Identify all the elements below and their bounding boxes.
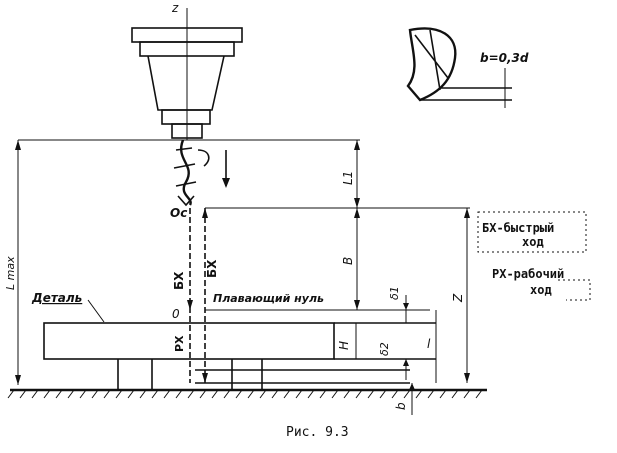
legend-rapid-line2: ход — [522, 235, 544, 249]
workpiece — [43, 322, 436, 360]
dim-delta1: δ1 — [388, 286, 409, 323]
rapid-label-right: БХ — [205, 259, 219, 278]
dim-b-lower-label: b — [394, 402, 408, 410]
fixture-supports — [117, 359, 410, 390]
tool-point-label: Oc — [170, 206, 187, 220]
dim-b-lower: b — [394, 383, 415, 415]
dim-h-label: H — [337, 341, 351, 350]
rapid-label-left: БХ — [172, 271, 186, 290]
dim-lmax: L max — [4, 140, 21, 385]
dim-delta2: δ2 — [378, 342, 409, 380]
legend-rapid-line1: БХ-быстрый — [482, 221, 554, 235]
motion-path — [187, 208, 208, 383]
feed-arrow — [222, 150, 230, 188]
dim-delta1-label: δ1 — [388, 286, 401, 300]
dim-l1-label: L1 — [341, 171, 355, 185]
legend: БХ-быстрый ход РХ-рабочий ход — [477, 211, 591, 301]
dim-z: Z — [451, 208, 470, 383]
dim-l1: L1 — [341, 140, 360, 208]
machine-table — [7, 388, 487, 399]
dim-z-label: Z — [451, 293, 465, 303]
work-label: РХ — [173, 335, 186, 352]
dim-lmax-label: L max — [4, 256, 17, 290]
part-zero-label: 0 — [172, 307, 180, 321]
part-leader — [87, 299, 105, 323]
legend-work-line2: ход — [530, 283, 552, 297]
legend-work-line1: РХ-рабочий — [492, 267, 564, 281]
figure-caption: Рис. 9.3 — [286, 425, 349, 440]
dim-l-label: l — [427, 337, 431, 351]
z-axis-label: z — [171, 1, 179, 15]
drill-tip-inset: b=0,3d — [406, 27, 529, 108]
part-label: Деталь — [31, 291, 82, 305]
dim-delta2-label: δ2 — [378, 342, 391, 356]
dim-l: l — [427, 310, 437, 383]
dim-b: B — [341, 208, 360, 310]
floating-zero-label: Плавающий нуль — [213, 292, 324, 305]
tool-offset-formula: b=0,3d — [480, 51, 529, 65]
drill-bit — [173, 139, 210, 207]
dim-b-label: B — [341, 257, 355, 265]
